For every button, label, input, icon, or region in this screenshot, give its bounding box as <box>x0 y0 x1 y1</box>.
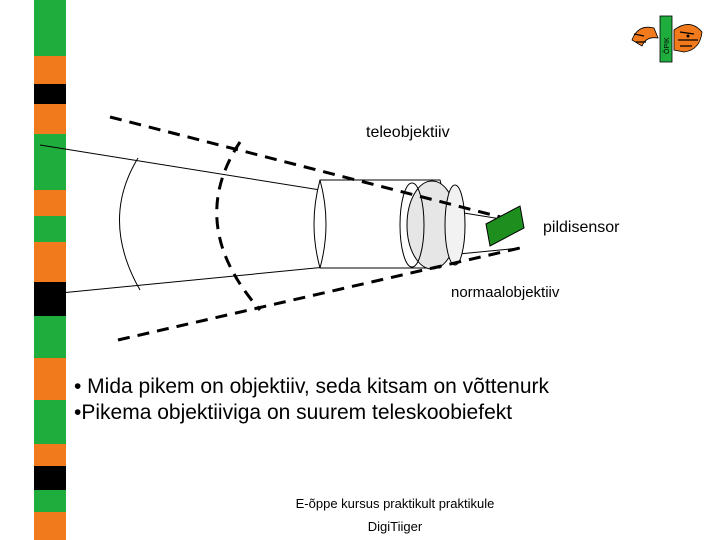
bullet-item: •Pikema objektiiviga on suurem teleskoob… <box>74 401 513 424</box>
lens-front-curve <box>319 179 327 269</box>
image-sensor-label: pildisensor <box>543 219 620 236</box>
decorative-stripe <box>34 0 66 540</box>
tele-fov-line-bottom <box>117 246 521 342</box>
bullet-item: • Mida pikem on objektiiv, seda kitsam o… <box>74 375 550 398</box>
footer-brand: DigiTiiger <box>367 519 423 534</box>
lens-rear <box>444 184 466 266</box>
image-sensor <box>485 205 525 247</box>
telephoto-lens-label: teleobjektiiv <box>366 124 450 141</box>
slide-footer: E-õppe kursus praktikult praktikule Digi… <box>0 492 720 538</box>
logo-text: ÕPIK <box>662 37 671 54</box>
normal-fov-arc <box>119 157 141 291</box>
tiger-book-logo-icon: ÕPIK <box>631 15 703 63</box>
tele-fov-line-top <box>109 115 521 224</box>
tele-fov-arc <box>215 141 262 311</box>
normal-lens-label: normaalobjektiiv <box>451 284 560 301</box>
footer-course: E-õppe kursus praktikult praktikule <box>295 496 495 511</box>
bullet-list: • Mida pikem on objektiiv, seda kitsam o… <box>74 374 549 426</box>
lens-ring <box>399 182 425 268</box>
